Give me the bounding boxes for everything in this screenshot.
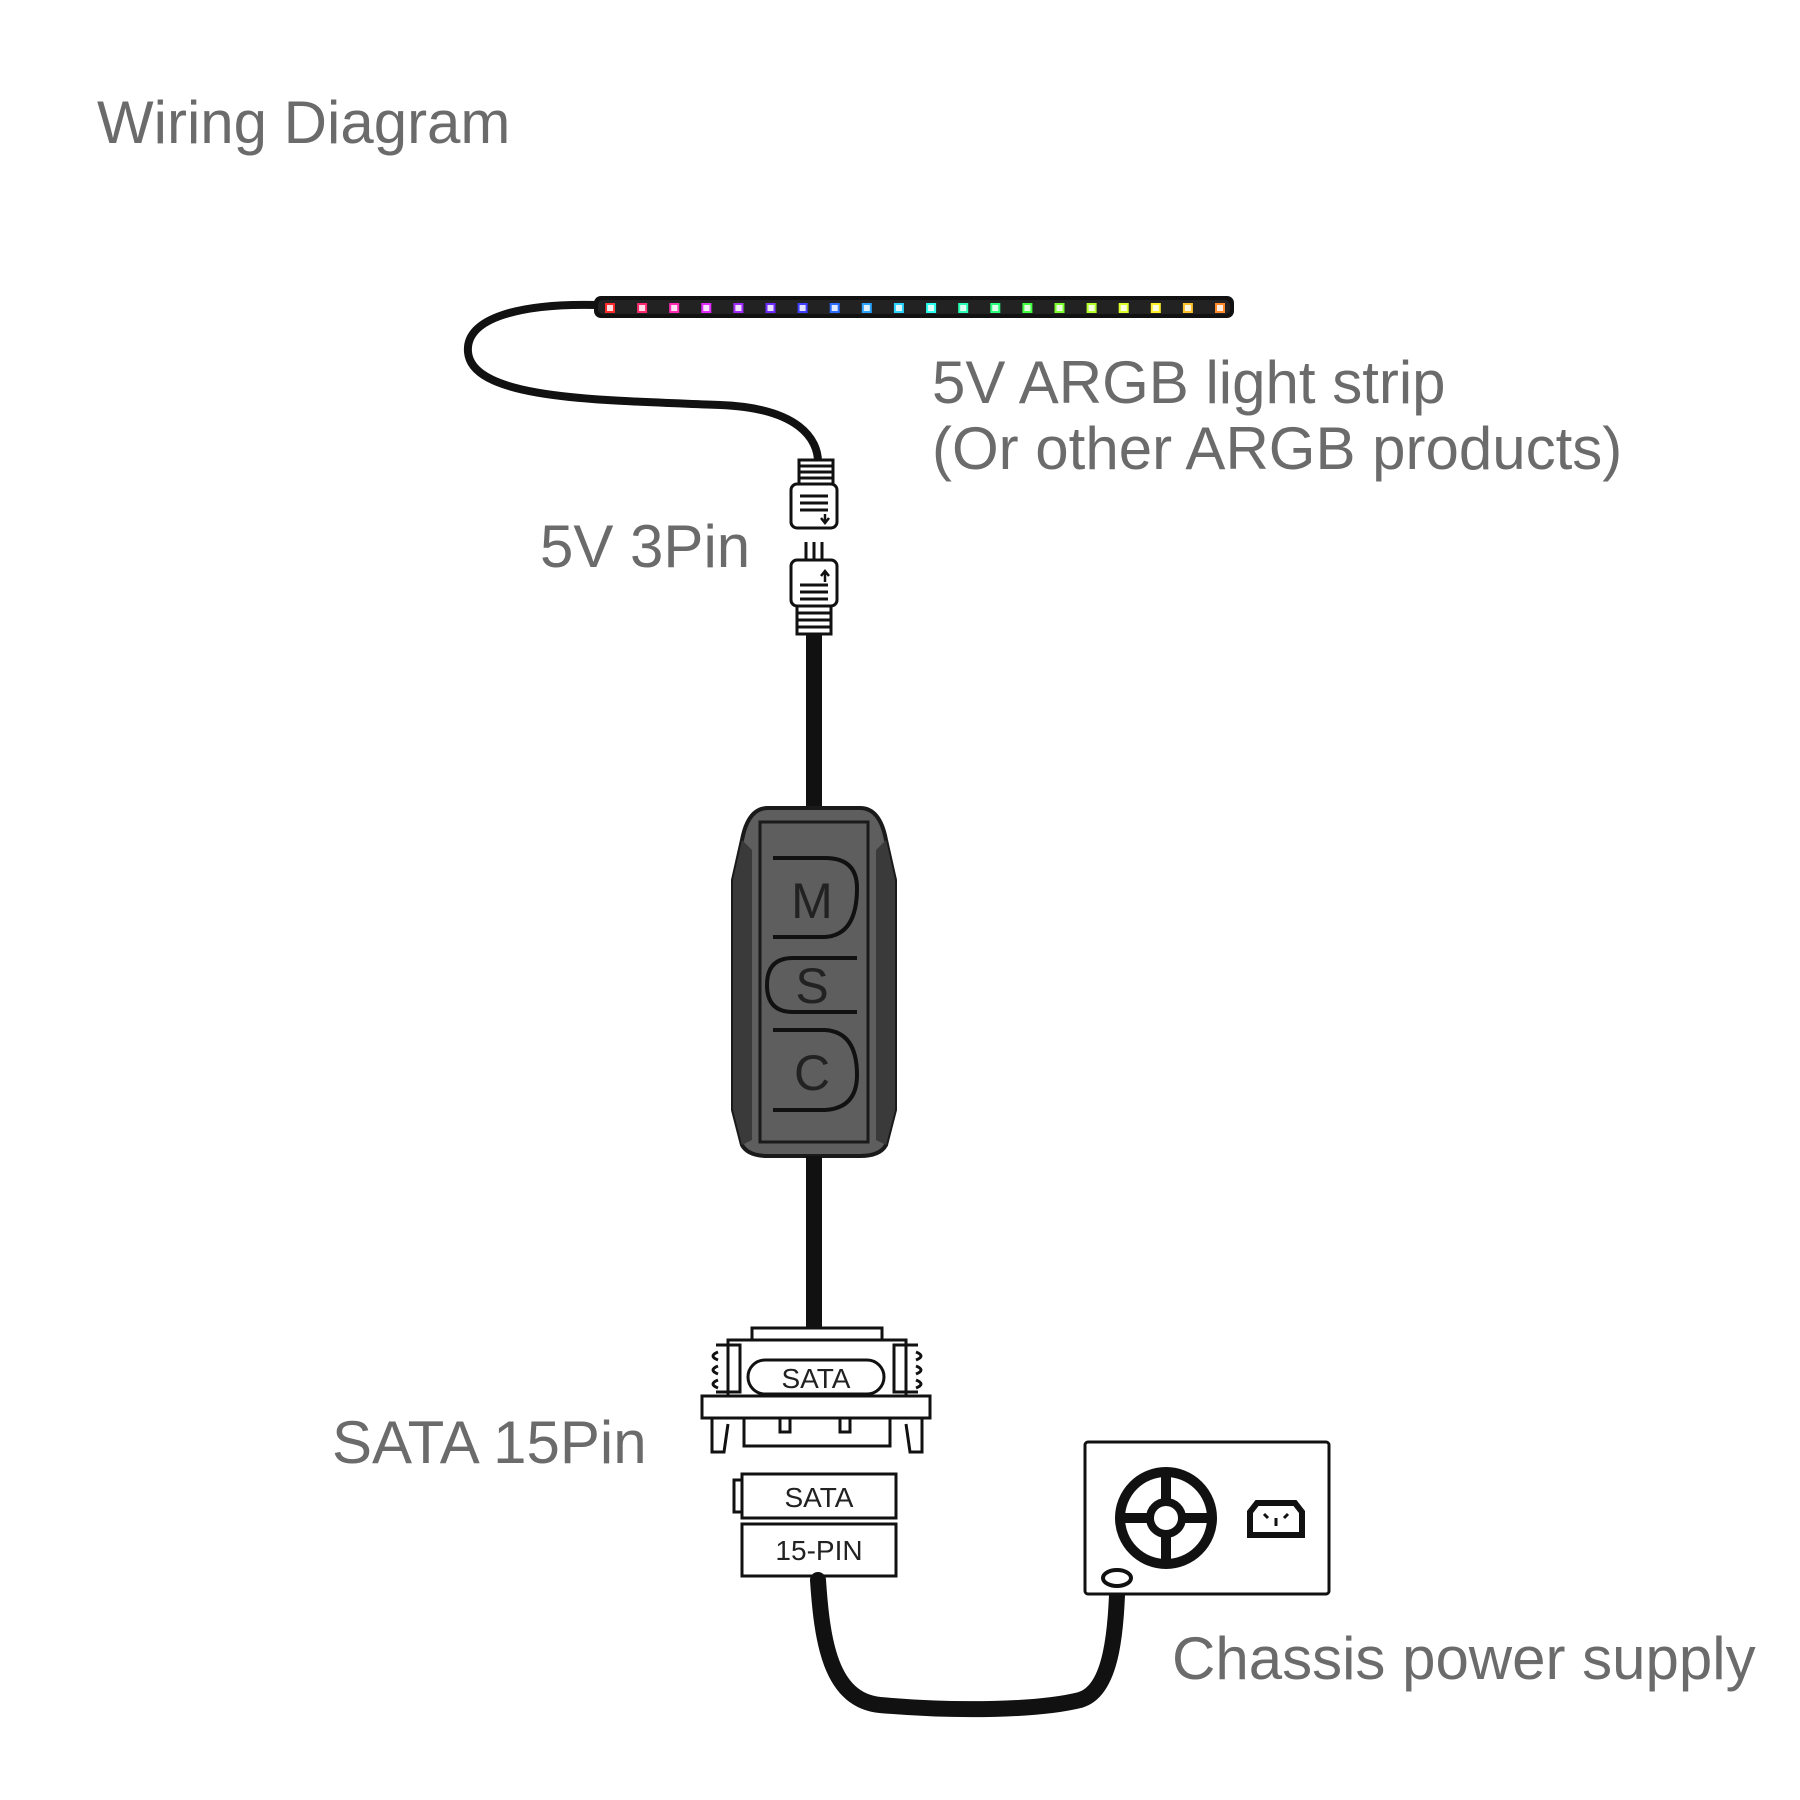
sata-male-label: SATA: [782, 1363, 851, 1394]
led-highlight: [767, 305, 774, 311]
led-highlight: [1024, 305, 1031, 311]
psu-cable-port: [1101, 1568, 1133, 1588]
led-array: [605, 303, 1225, 313]
mode-button: [773, 856, 860, 939]
fan-icon: [1115, 1467, 1217, 1569]
led-highlight: [703, 305, 710, 311]
led-highlight: [1088, 305, 1095, 311]
led-highlight: [895, 305, 902, 311]
led-highlight: [992, 305, 999, 311]
3pin-female-connector: [789, 458, 839, 530]
chassis-power-supply: [1083, 1440, 1331, 1596]
speed-button-label: S: [795, 958, 828, 1014]
3pin-male-connector: [789, 542, 839, 636]
speed-button: [764, 956, 857, 1014]
led-highlight: [1120, 305, 1127, 311]
argb-light-strip: [594, 296, 1234, 318]
led-highlight: [831, 305, 838, 311]
color-button: [773, 1028, 860, 1112]
led-highlight: [1184, 305, 1191, 311]
sata-male-connector: SATA: [700, 1326, 932, 1454]
led-highlight: [960, 305, 967, 311]
led-highlight: [735, 305, 742, 311]
mode-button-label: M: [791, 873, 833, 929]
argb-controller: M S C: [731, 806, 897, 1158]
light-strip-label-line2: (Or other ARGB products): [932, 415, 1623, 482]
sata-connector-label: SATA 15Pin: [332, 1409, 647, 1476]
sata-female-label-bottom: 15-PIN: [775, 1535, 862, 1566]
led-highlight: [1217, 305, 1223, 311]
led-highlight: [1152, 305, 1159, 311]
strip-cable: [463, 300, 822, 466]
led-highlight: [671, 305, 678, 311]
psu-cable: [810, 1564, 1126, 1718]
power-supply-label: Chassis power supply: [1172, 1625, 1756, 1692]
power-socket-icon: [1247, 1500, 1305, 1538]
led-highlight: [799, 305, 806, 311]
sata-female-connector: SATA 15-PIN: [732, 1472, 898, 1578]
led-highlight: [639, 305, 646, 311]
page-title: Wiring Diagram: [97, 89, 511, 156]
light-strip-label-line1: 5V ARGB light strip: [932, 349, 1446, 416]
light-strip-label: 5V ARGB light strip (Or other ARGB produ…: [932, 350, 1622, 482]
led-highlight: [863, 305, 870, 311]
color-button-label: C: [794, 1045, 830, 1101]
sata-female-label-top: SATA: [785, 1482, 854, 1513]
led-highlight: [607, 305, 613, 311]
led-highlight: [1056, 305, 1063, 311]
3pin-connector-label: 5V 3Pin: [540, 513, 751, 580]
led-highlight: [928, 305, 935, 311]
